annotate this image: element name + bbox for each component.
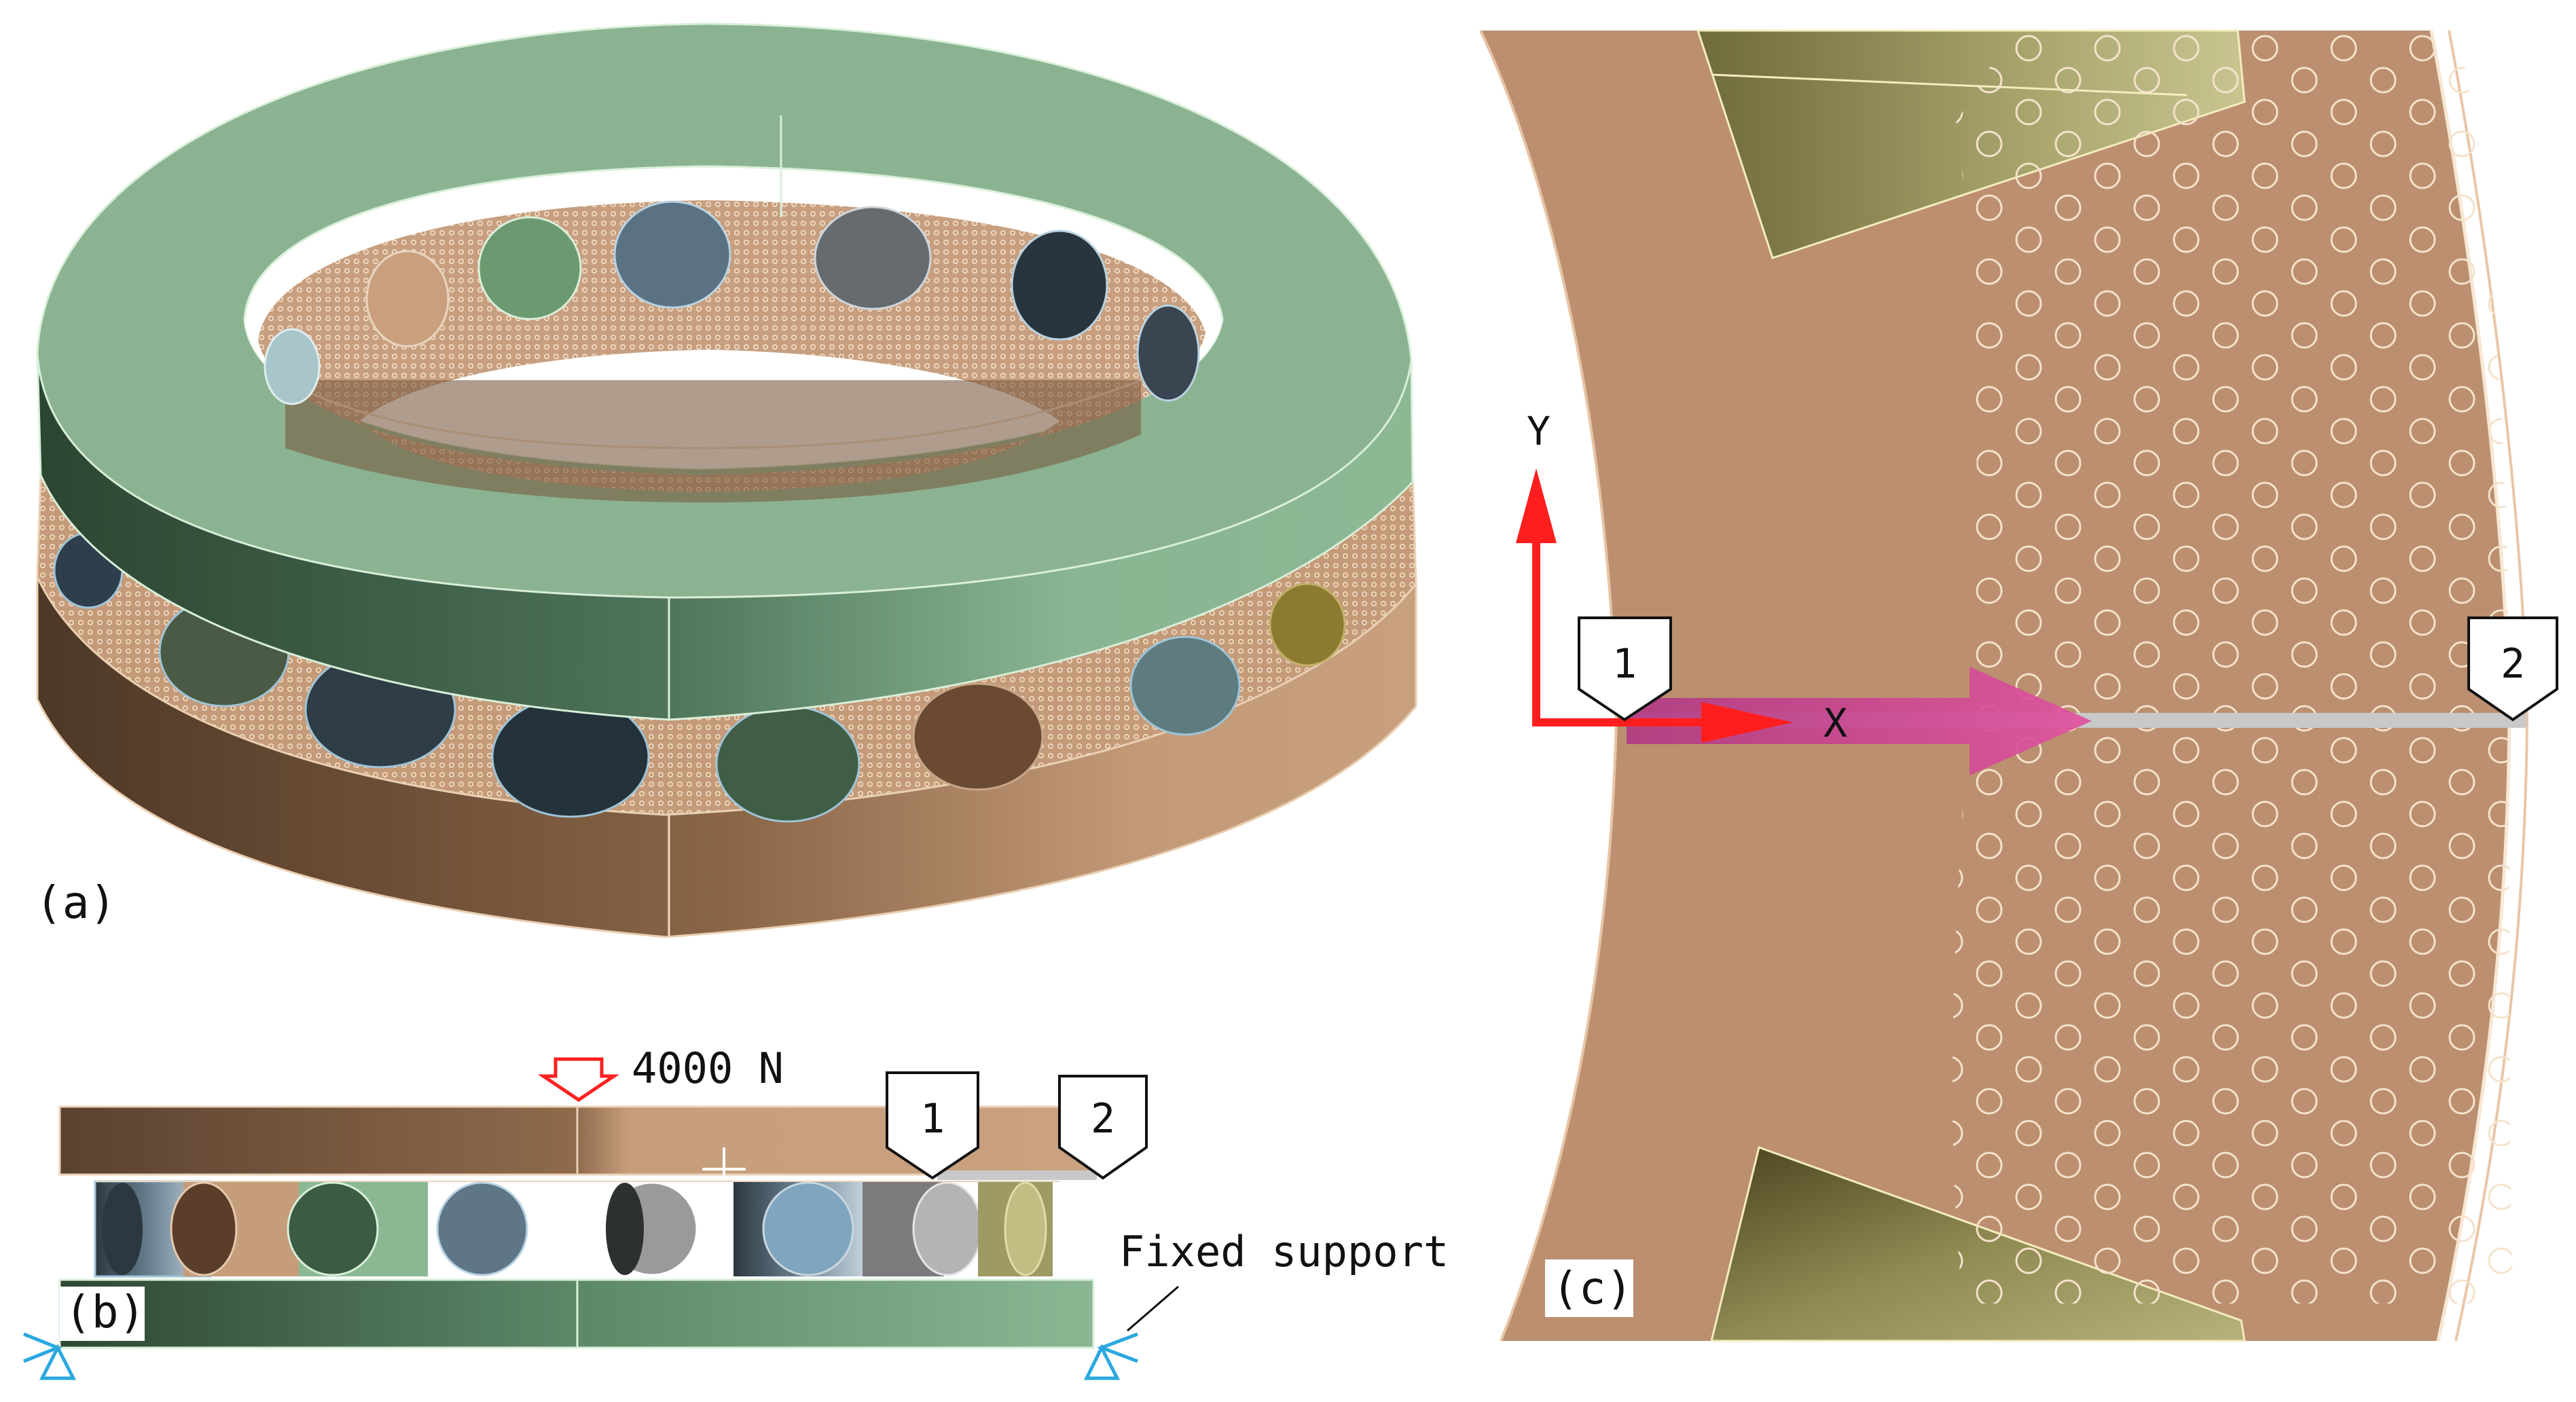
coordinate-axes: Y X bbox=[1516, 408, 1847, 746]
panel-c: Y X 1 2 (c) bbox=[1479, 29, 2558, 1342]
svg-text:1: 1 bbox=[1612, 640, 1637, 688]
side-probe-line bbox=[937, 1170, 1097, 1180]
back-rollers bbox=[264, 200, 1200, 405]
vector-arrow bbox=[1627, 667, 2092, 775]
axis-x-label: X bbox=[1824, 700, 1847, 746]
panel-b: 4000 N bbox=[23, 1044, 1449, 1380]
svg-text:2: 2 bbox=[1091, 1095, 1115, 1143]
marker-2-callout: 2 bbox=[1058, 1075, 1148, 1180]
axis-y-label: Y bbox=[1527, 408, 1550, 454]
marker-1-callout-c: 1 bbox=[1578, 616, 1672, 722]
side-rollers bbox=[94, 1180, 1059, 1278]
front-rollers bbox=[53, 532, 1346, 823]
load-label: 4000 N bbox=[632, 1044, 784, 1093]
svg-text:1: 1 bbox=[920, 1095, 945, 1143]
load-arrow bbox=[537, 1057, 620, 1103]
marker-2-callout-c: 2 bbox=[2467, 616, 2558, 722]
support-label: Fixed support bbox=[1119, 1227, 1449, 1276]
panel-a: (a) bbox=[35, 22, 1417, 938]
panel-c-label: (c) bbox=[1552, 1262, 1633, 1314]
svg-text:2: 2 bbox=[2501, 640, 2525, 688]
panel-b-label: (b) bbox=[65, 1286, 145, 1338]
support-leader bbox=[1127, 1285, 1179, 1332]
fixed-support-icon-left bbox=[23, 1332, 77, 1380]
marker-1-callout: 1 bbox=[886, 1071, 979, 1180]
panel-a-label: (a) bbox=[35, 877, 116, 929]
cage-holes bbox=[1952, 34, 2513, 1304]
fixed-support-icon-right bbox=[1083, 1332, 1138, 1380]
